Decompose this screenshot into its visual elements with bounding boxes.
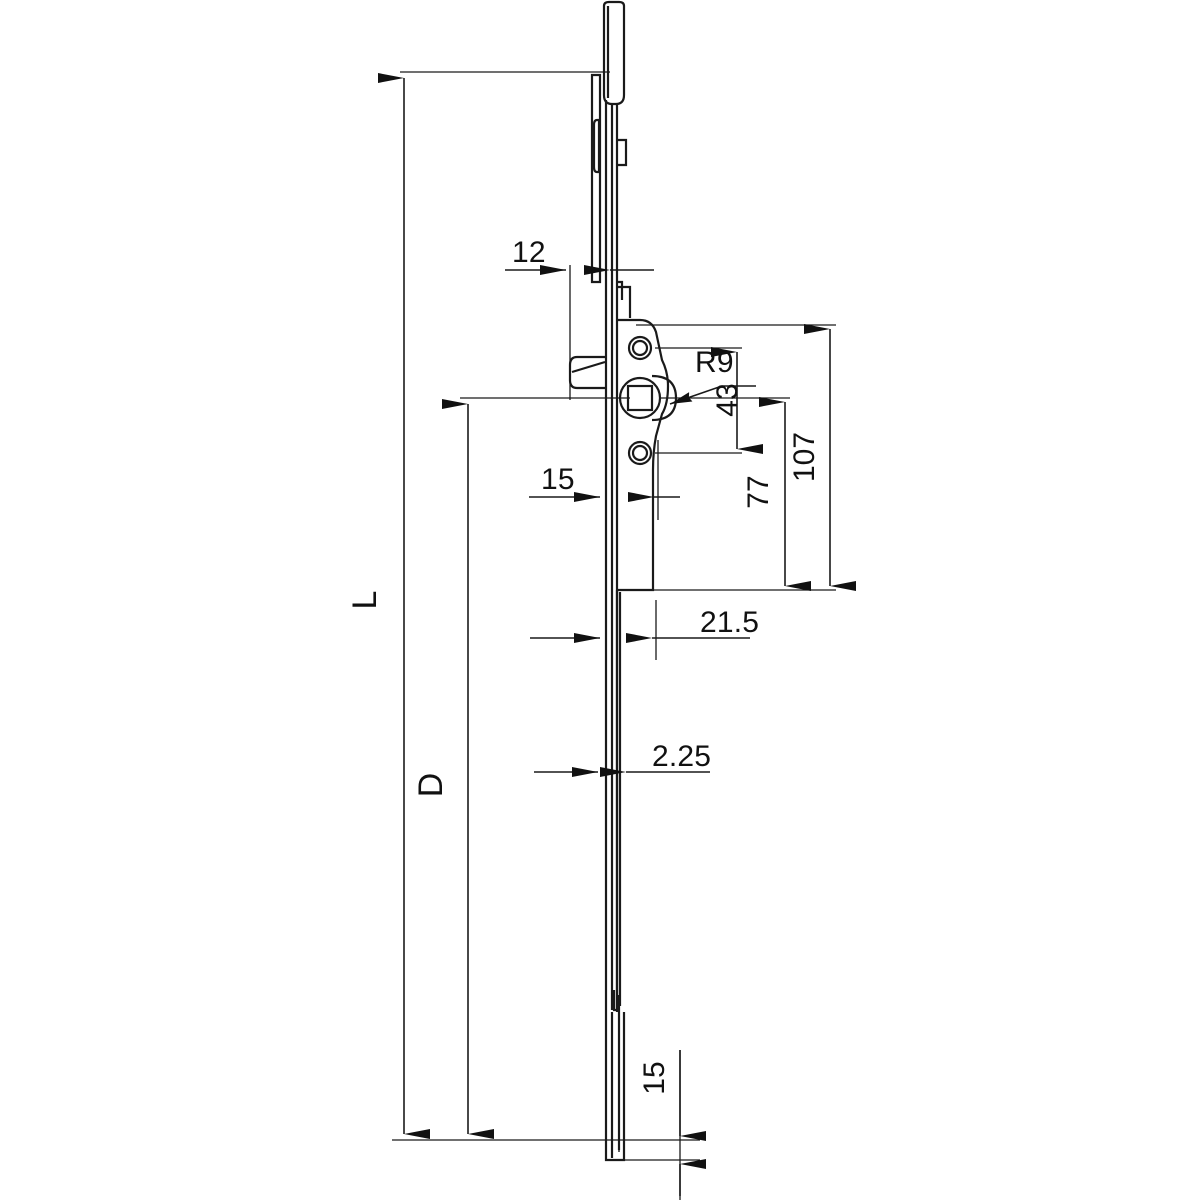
latch-bolt-outline xyxy=(568,355,605,390)
dim-label-43: 43 xyxy=(711,383,744,416)
case-outline xyxy=(617,318,670,592)
dim-label-107: 107 xyxy=(788,432,821,482)
lower-fixing-hole-outer xyxy=(627,440,653,466)
dim-label-21-5: 21.5 xyxy=(700,606,759,639)
dim-label-R9: R9 xyxy=(695,346,734,379)
extension-lines xyxy=(392,71,836,1200)
upper-fixing-hole-outer xyxy=(627,335,653,361)
spindle-hole-square xyxy=(626,384,654,412)
dim-label-77: 77 xyxy=(742,475,775,508)
dim-label-D: D xyxy=(412,773,450,798)
faceplate-keeper-tab xyxy=(618,138,628,167)
faceplate-nose-body xyxy=(602,10,626,106)
part-geometry xyxy=(568,0,678,1162)
latch-bolt-chamfer xyxy=(571,360,606,374)
dim-label-12: 12 xyxy=(512,236,546,269)
dim-label-L: L xyxy=(346,591,384,610)
lower-strip-step xyxy=(612,990,619,1012)
leader-line-R9 xyxy=(669,385,723,405)
faceplate-top-cap xyxy=(602,0,626,10)
lower-tail-outline xyxy=(604,1010,626,1162)
dim-label-15-upper: 15 xyxy=(541,463,575,496)
case-top-step xyxy=(617,280,624,300)
dim-label-15-lower: 15 xyxy=(638,1061,671,1094)
lower-fixing-hole-inner xyxy=(631,444,649,462)
upper-fixing-hole-inner xyxy=(631,339,649,357)
backing-strip-slot xyxy=(592,118,601,174)
dimension-lines xyxy=(378,73,856,1196)
case-top-shoulder xyxy=(617,285,632,318)
dim-label-2-25: 2.25 xyxy=(652,740,711,773)
backing-strip-upper xyxy=(590,73,602,284)
